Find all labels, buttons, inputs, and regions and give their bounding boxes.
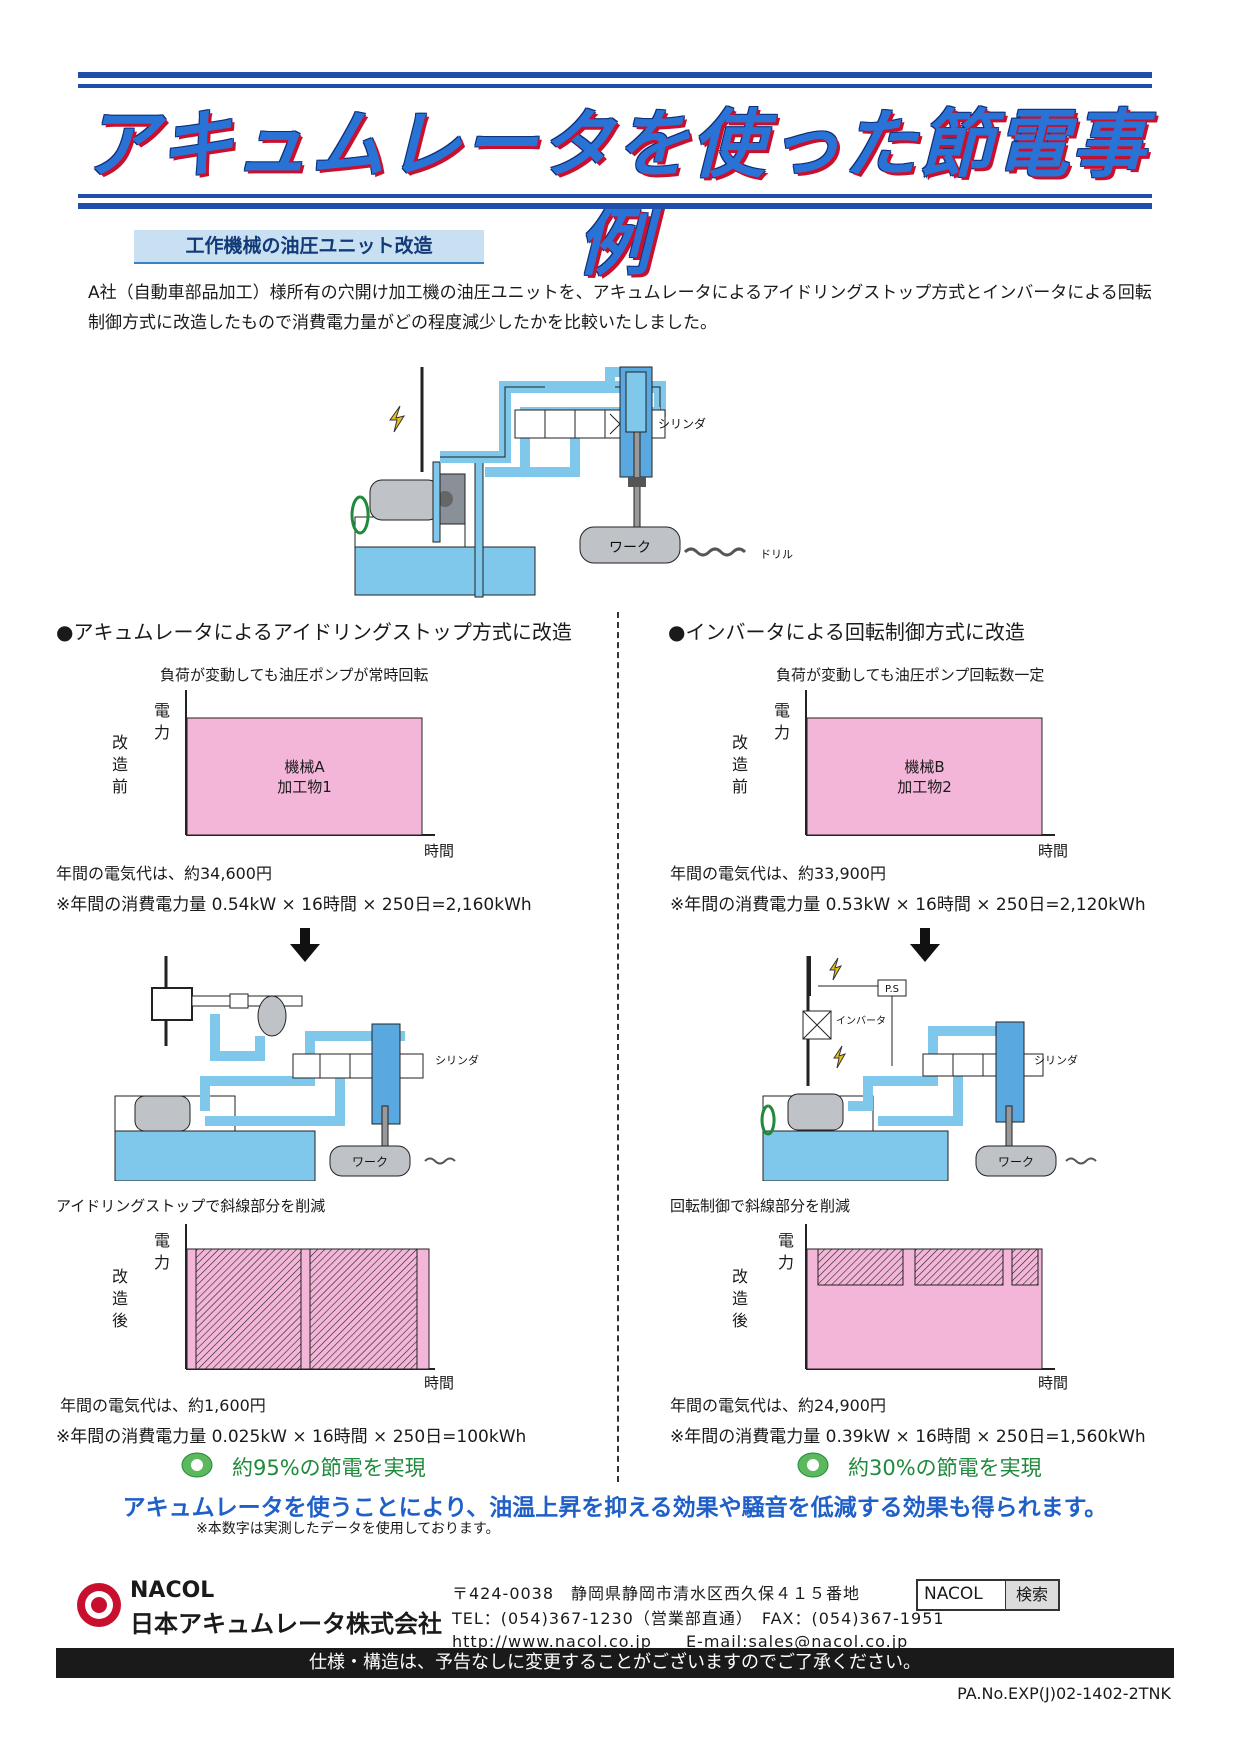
company-name: 日本アキュムレータ株式会社 <box>130 1610 442 1638</box>
left-energy-after: ※年間の消費電力量 0.025kW × 16時間 × 250日=100kWh <box>56 1427 527 1447</box>
lightning-icon-1 <box>829 957 843 981</box>
right-inverter-diagram: P.S インバータ ワーク シリンダ <box>760 956 1097 1181</box>
section-label: 工作機械の油圧ユニット改造 <box>134 230 484 264</box>
work-label: ワーク <box>352 1155 388 1169</box>
company-brand: NACOL <box>130 1578 215 1603</box>
right-energy-before: ※年間の消費電力量 0.53kW × 16時間 × 250日=2,120kWh <box>670 895 1146 915</box>
data-note: ※本数字は実測したデータを使用しております。 <box>196 1521 500 1537</box>
header-line-bottom-1 <box>78 194 1152 198</box>
work-label: ワーク <box>609 540 651 556</box>
nacol-logo-icon <box>77 1583 121 1627</box>
left-before-xaxis: 時間 <box>424 842 455 860</box>
left-accumulator-diagram: ワーク シリンダ <box>114 956 479 1181</box>
column-divider <box>617 612 619 1482</box>
right-down-arrow-icon <box>910 928 940 962</box>
top-hydraulic-diagram: ワーク シリンダ ドリル <box>350 366 793 598</box>
left-before-side-label: 改 造 前 <box>111 733 128 796</box>
left-cost-after: 年間の電気代は、約1,600円 <box>60 1396 266 1415</box>
search-box[interactable]: NACOL 検索 <box>916 1579 1060 1611</box>
cylinder-label: シリンダ <box>435 1053 479 1067</box>
right-cost-before: 年間の電気代は、約33,900円 <box>670 864 886 883</box>
document-number: PA.No.EXP(J)02-1402-2TNK <box>957 1684 1171 1703</box>
reduced-area-1 <box>195 1248 302 1370</box>
ps-label: P.S <box>885 984 899 995</box>
left-before-caption: 負荷が変動しても油圧ポンプが常時回転 <box>160 666 429 684</box>
inverter-label: インバータ <box>836 1015 886 1027</box>
company-address: 〒424-0038 静岡県静岡市清水区西久保４１５番地 <box>452 1584 861 1603</box>
right-after-chart <box>805 1224 1055 1370</box>
page-title: アキュムレータを使った節電事例 <box>83 102 1147 286</box>
company-web-mail: http://www.nacol.co.jp E-mail:sales@naco… <box>452 1632 909 1651</box>
left-leaf-icon <box>181 1452 213 1478</box>
left-cost-before: 年間の電気代は、約34,600円 <box>56 864 272 883</box>
left-after-xaxis: 時間 <box>424 1374 455 1392</box>
reduced-area-2 <box>309 1248 418 1370</box>
box-line-1: 機械B <box>904 758 945 776</box>
right-heading: ●インバータによる回転制御方式に改造 <box>668 620 1025 644</box>
reduced-area-1 <box>817 1248 904 1286</box>
left-heading: ●アキュムレータによるアイドリングストップ方式に改造 <box>56 620 572 644</box>
effect-message: アキュムレータを使うことにより、油温上昇を抑える効果や騒音を低減する効果も得られ… <box>122 1495 1108 1521</box>
search-input[interactable]: NACOL <box>924 1584 983 1604</box>
intro-text: A社（自動車部品加工）様所有の穴開け加工機の油圧ユニットを、アキュムレータによる… <box>88 283 1152 333</box>
left-after-side-label: 改 造 後 <box>111 1267 128 1330</box>
box-line-1: 機械A <box>284 758 325 776</box>
lightning-icon-2 <box>833 1045 847 1069</box>
reduced-area-2 <box>914 1248 1004 1286</box>
drill-label: ドリル <box>760 548 793 561</box>
power-bar <box>186 717 423 836</box>
header-line-bottom-2 <box>78 203 1152 209</box>
footer-notice: 仕様・構造は、予告なしに変更することがございますのでご了承ください。 <box>56 1648 1174 1678</box>
left-down-arrow-icon <box>290 928 320 962</box>
search-button[interactable]: 検索 <box>1005 1581 1058 1609</box>
right-after-caption: 回転制御で斜線部分を削減 <box>670 1197 851 1215</box>
right-before-chart <box>805 690 1055 836</box>
right-before-side-label: 改 造 前 <box>731 733 748 796</box>
right-before-xaxis: 時間 <box>1038 842 1069 860</box>
left-saving: 約95%の節電を実現 <box>232 1456 426 1480</box>
reduced-area-3 <box>1011 1248 1039 1286</box>
cylinder-label: シリンダ <box>658 416 706 431</box>
right-cost-after: 年間の電気代は、約24,900円 <box>670 1396 886 1415</box>
left-before-box-label: 機械A 加工物1 <box>187 757 422 797</box>
left-before-yaxis: 電 力 <box>153 701 170 742</box>
right-before-box-label: 機械B 加工物2 <box>807 757 1042 797</box>
accumulator-body <box>257 995 287 1037</box>
power-bar <box>806 717 1043 836</box>
lightning-icon <box>389 405 406 433</box>
header-line-top-1 <box>78 72 1152 78</box>
right-after-xaxis: 時間 <box>1038 1374 1069 1392</box>
left-after-caption: アイドリングストップで斜線部分を削減 <box>56 1197 326 1215</box>
right-energy-after: ※年間の消費電力量 0.39kW × 16時間 × 250日=1,560kWh <box>670 1427 1146 1447</box>
right-after-yaxis: 電 力 <box>777 1231 794 1272</box>
right-before-yaxis: 電 力 <box>773 701 790 742</box>
right-before-caption: 負荷が変動しても油圧ポンプ回転数一定 <box>776 666 1045 684</box>
header-line-top-2 <box>78 84 1152 88</box>
company-tel-fax: TEL：(054)367-1230（営業部直通） FAX：(054)367-19… <box>452 1609 945 1628</box>
left-after-chart <box>185 1224 435 1370</box>
right-after-side-label: 改 造 後 <box>731 1267 748 1330</box>
left-after-yaxis: 電 力 <box>153 1231 170 1272</box>
box-line-2: 加工物1 <box>277 778 332 796</box>
right-saving: 約30%の節電を実現 <box>848 1456 1042 1480</box>
cylinder-label: シリンダ <box>1034 1053 1078 1067</box>
work-label: ワーク <box>998 1155 1034 1169</box>
left-energy-before: ※年間の消費電力量 0.54kW × 16時間 × 250日=2,160kWh <box>56 895 532 915</box>
right-leaf-icon <box>797 1452 829 1478</box>
left-before-chart <box>185 690 435 836</box>
box-line-2: 加工物2 <box>897 778 952 796</box>
